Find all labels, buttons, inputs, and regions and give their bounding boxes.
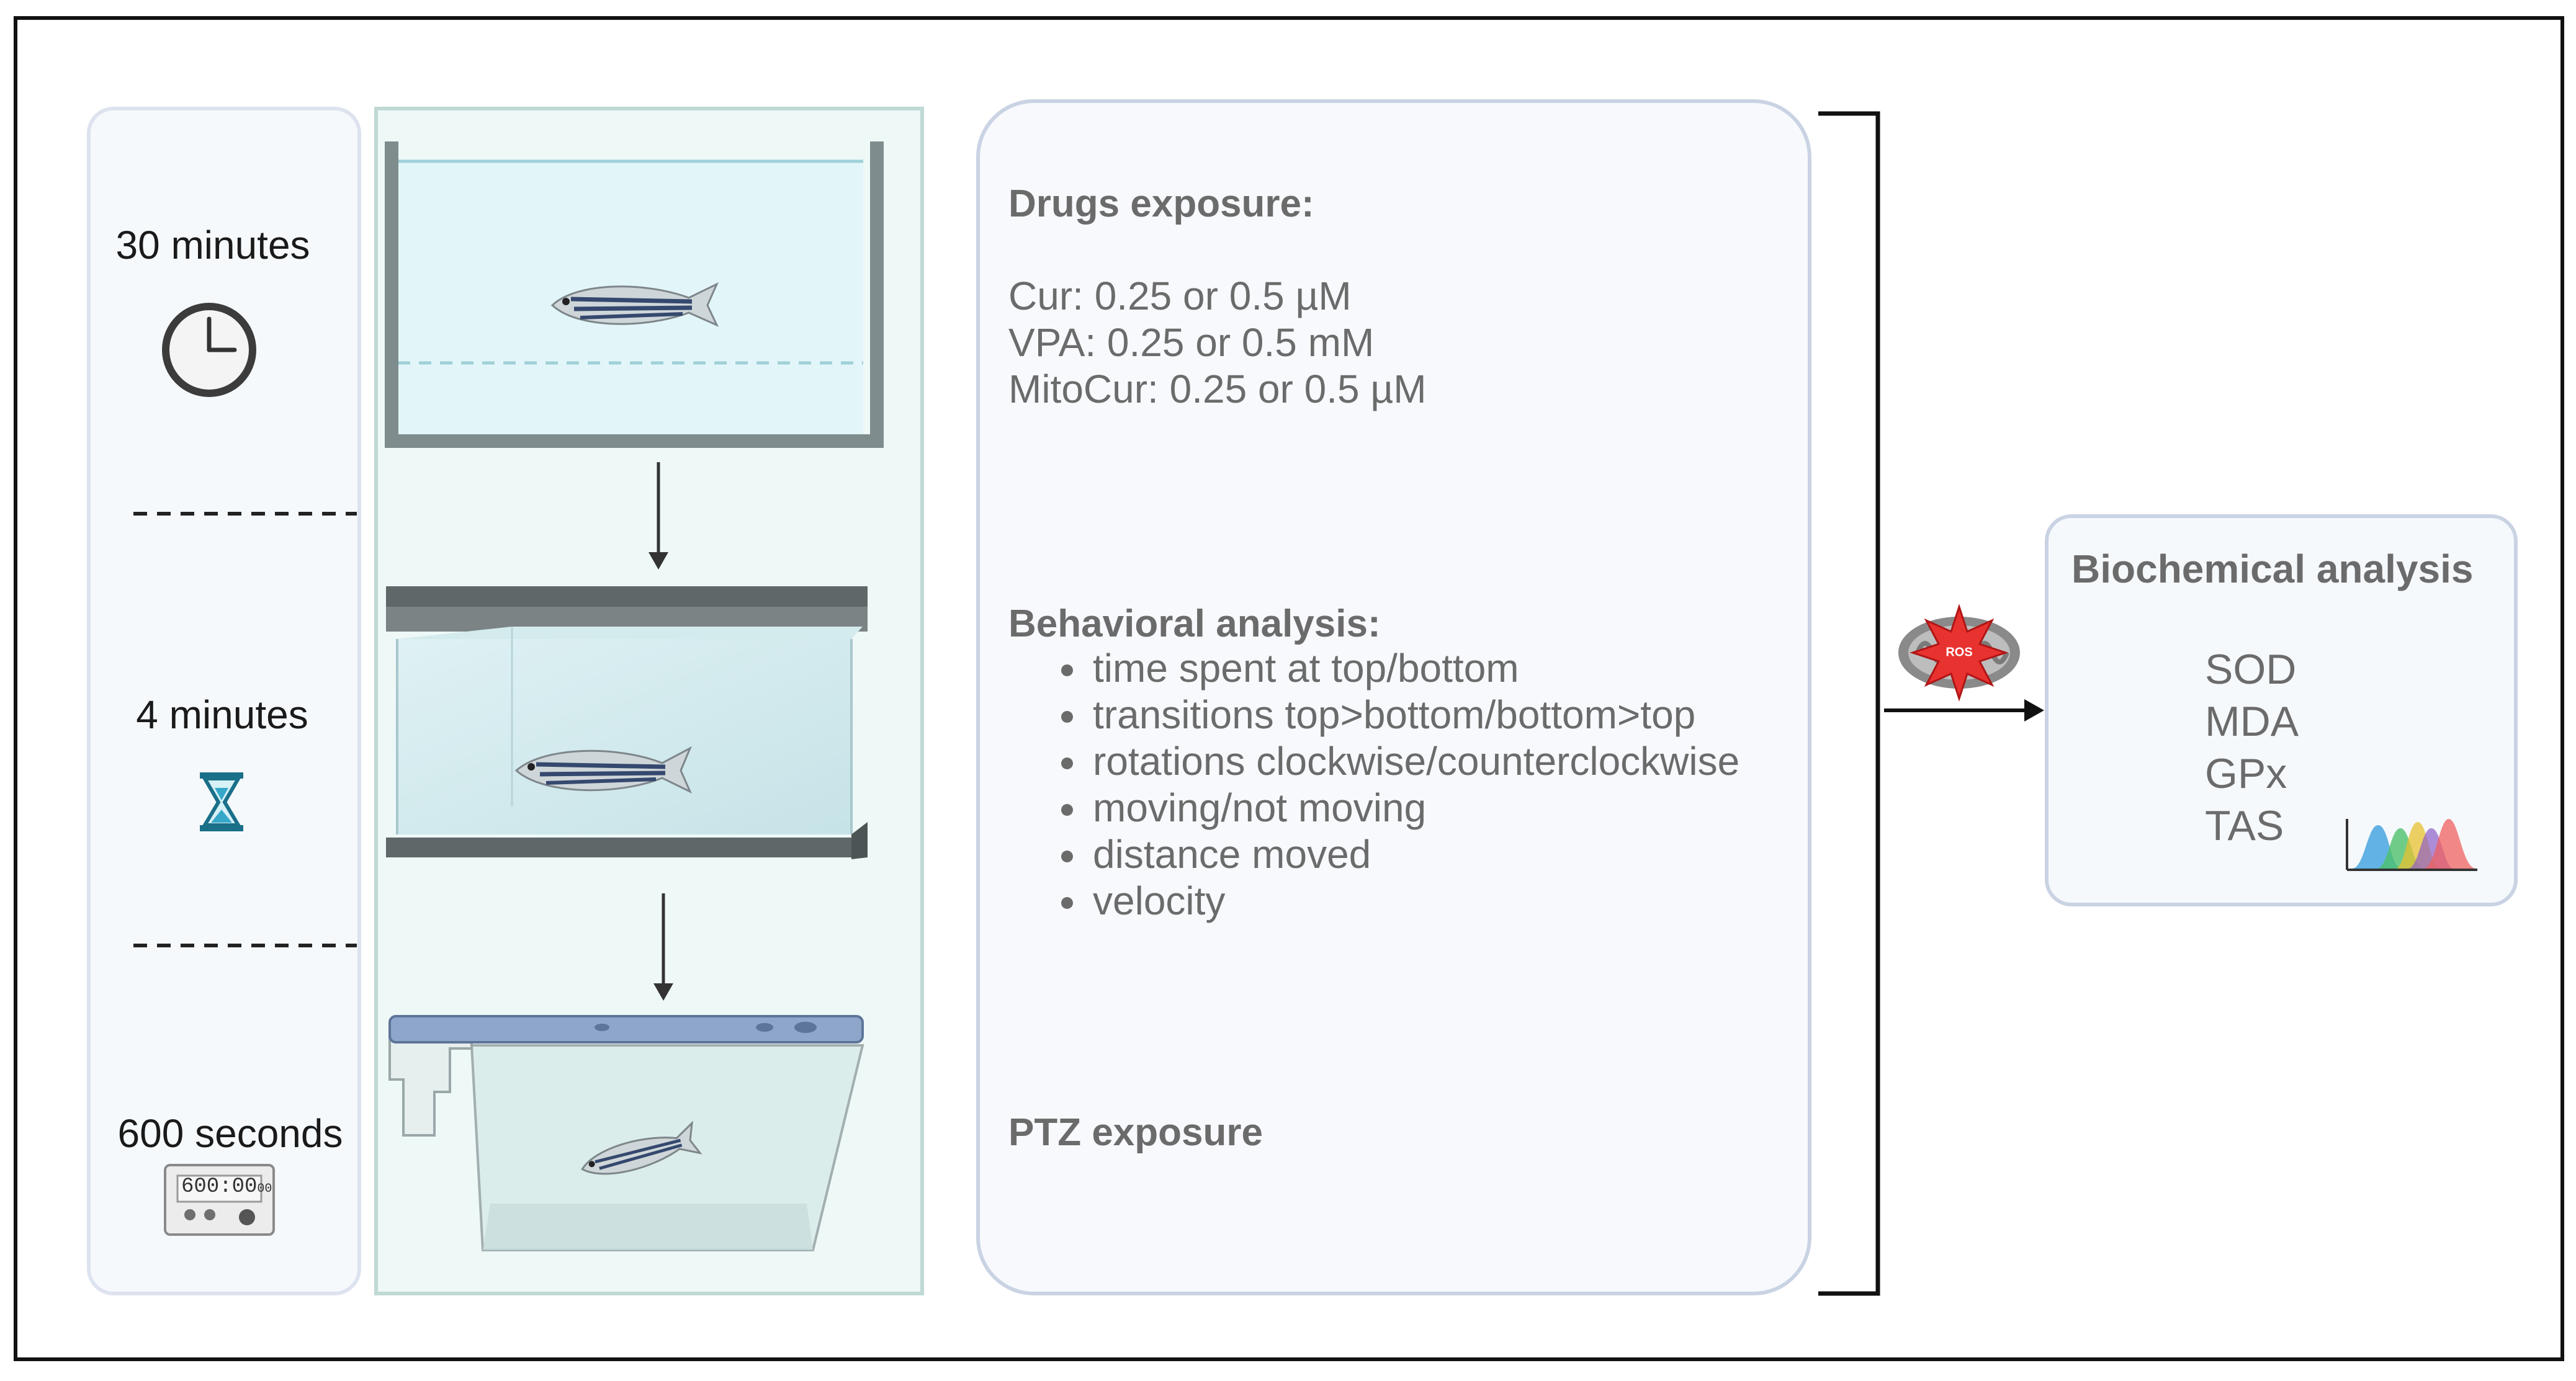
zebrafish-icon <box>550 282 719 328</box>
flow-arrow-down-2 <box>653 893 673 1001</box>
timeline-step-3-label: 600 seconds <box>117 1111 343 1156</box>
zebrafish-icon <box>581 1120 702 1175</box>
zebrafish-icon <box>514 746 693 794</box>
clock-icon <box>162 303 256 397</box>
novel-tank-illustration <box>386 586 868 859</box>
biochem-panel <box>2045 514 2518 906</box>
drugs-line-cur: Cur: 0.25 or 0.5 µM <box>1008 274 1352 318</box>
timeline-step-1-label: 30 minutes <box>115 223 310 267</box>
behavior-list: time spent at top/bottom transitions top… <box>1008 645 1739 924</box>
ptz-heading: PTZ exposure <box>1008 1111 1263 1154</box>
flow-arrow-down-1 <box>648 462 668 570</box>
list-item: velocity <box>1089 878 1739 924</box>
ros-mitochondria-icon <box>1898 604 2020 702</box>
biochem-marker-sod: SOD <box>2205 646 2297 693</box>
flow-arrow-right <box>1884 699 2044 722</box>
biochem-heading: Biochemical analysis <box>2071 547 2474 591</box>
list-item: moving/not moving <box>1089 785 1739 831</box>
list-item: transitions top>bottom/bottom>top <box>1089 692 1739 738</box>
biochem-marker-gpx: GPx <box>2205 750 2287 797</box>
protocol-panel <box>976 99 1811 1295</box>
grouping-bracket <box>1818 111 1880 1296</box>
list-item: distance moved <box>1089 831 1739 878</box>
timeline-panel <box>87 107 361 1295</box>
spectrum-chart-icon <box>2346 819 2477 871</box>
timer-readout: 600:0000 <box>181 1175 272 1199</box>
biochem-marker-mda: MDA <box>2205 698 2299 745</box>
figure-frame <box>14 16 2564 1361</box>
list-item: rotations clockwise/counterclockwise <box>1089 738 1739 785</box>
drugs-heading: Drugs exposure: <box>1008 182 1314 225</box>
hourglass-icon <box>200 772 243 831</box>
list-item: time spent at top/bottom <box>1089 645 1739 692</box>
behavior-heading: Behavioral analysis: <box>1008 602 1381 645</box>
timeline-step-2-label: 4 minutes <box>136 692 308 737</box>
biochem-marker-tas: TAS <box>2205 802 2284 849</box>
drugs-line-mitocur: MitoCur: 0.25 or 0.5 µM <box>1008 367 1427 411</box>
timer-icon <box>164 1164 275 1236</box>
drugs-line-vpa: VPA: 0.25 or 0.5 mM <box>1008 320 1375 365</box>
ros-label: ROS <box>1945 645 1972 659</box>
holding-tank-illustration <box>385 141 884 448</box>
